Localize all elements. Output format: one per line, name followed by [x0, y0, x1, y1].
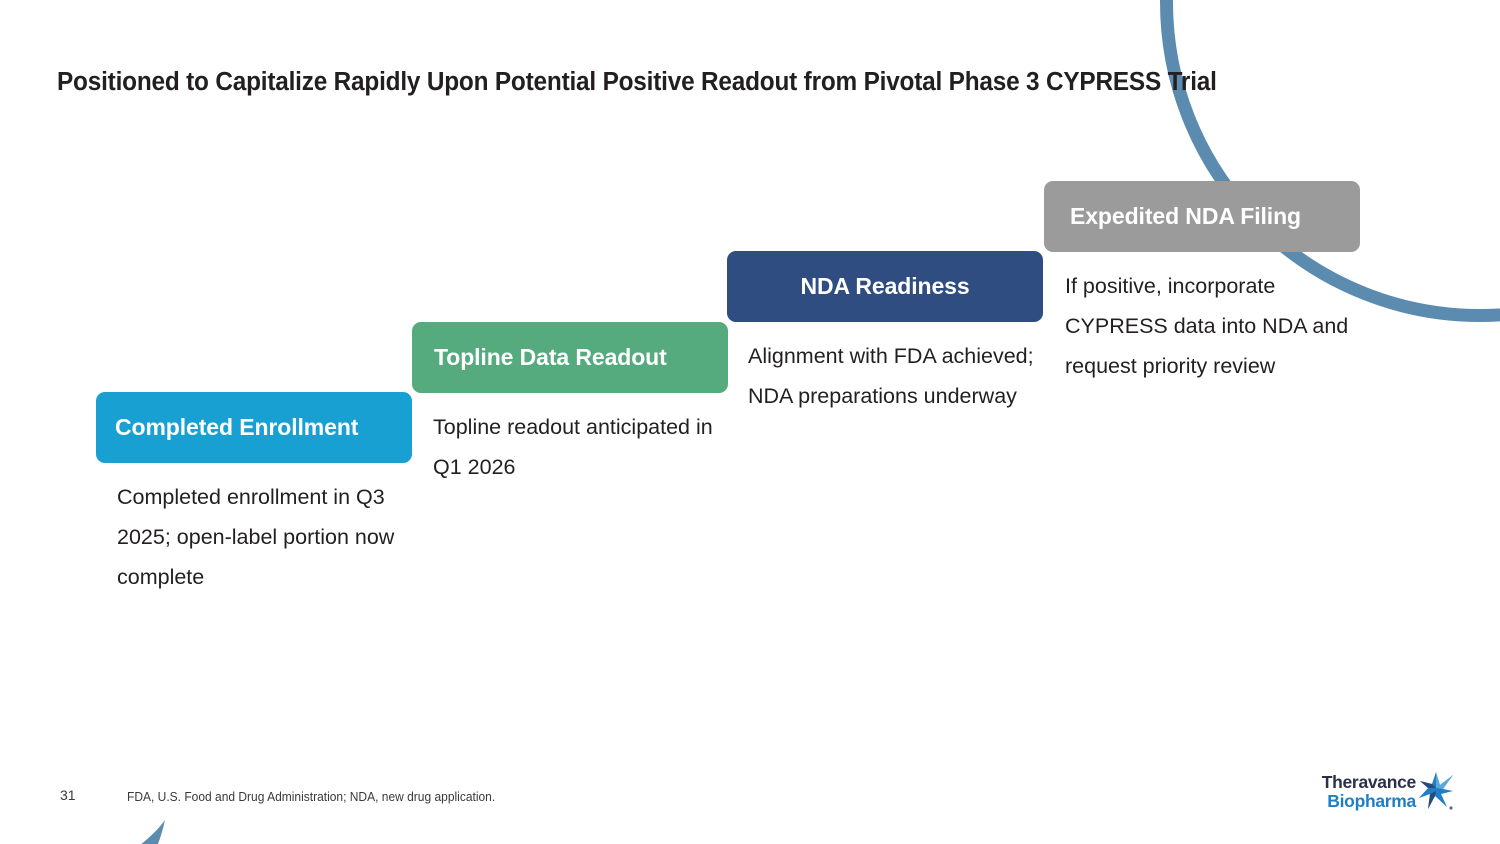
step-header-label: NDA Readiness: [800, 273, 970, 299]
step-body-text: Topline readout anticipated in Q1 2026: [433, 415, 713, 479]
star-burst-icon: [1419, 772, 1453, 810]
step-body-text: Alignment with FDA achieved; NDA prepara…: [748, 344, 1034, 408]
step-body-text: If positive, incorporate CYPRESS data in…: [1065, 274, 1349, 378]
decorative-wedge-inner-mask: [0, 620, 190, 844]
step-header-label: Completed Enrollment: [115, 414, 359, 440]
step-body-text: Completed enrollment in Q3 2025; open-la…: [117, 485, 395, 589]
step-header-box: NDA Readiness: [727, 251, 1043, 322]
slide-title: Positioned to Capitalize Rapidly Upon Po…: [57, 68, 1217, 96]
logo-line-theravance: Theravance: [1321, 772, 1417, 792]
footnote: FDA, U.S. Food and Drug Administration; …: [127, 790, 496, 804]
step-header-box: Topline Data Readout: [412, 322, 728, 393]
step-header-label: Topline Data Readout: [434, 344, 667, 370]
decorative-wedge-bottom-left: [0, 640, 168, 844]
step-header-box: Expedited NDA Filing: [1044, 181, 1360, 252]
page-number: 31: [60, 787, 76, 803]
logo-line-biopharma: Biopharma: [1327, 791, 1416, 811]
theravance-biopharma-logo: Theravance Biopharma: [1300, 772, 1453, 819]
step-header-box: Completed Enrollment: [96, 392, 412, 463]
step-header-label: Expedited NDA Filing: [1070, 203, 1301, 229]
logo-wordmark: Theravance Biopharma: [1300, 772, 1417, 811]
